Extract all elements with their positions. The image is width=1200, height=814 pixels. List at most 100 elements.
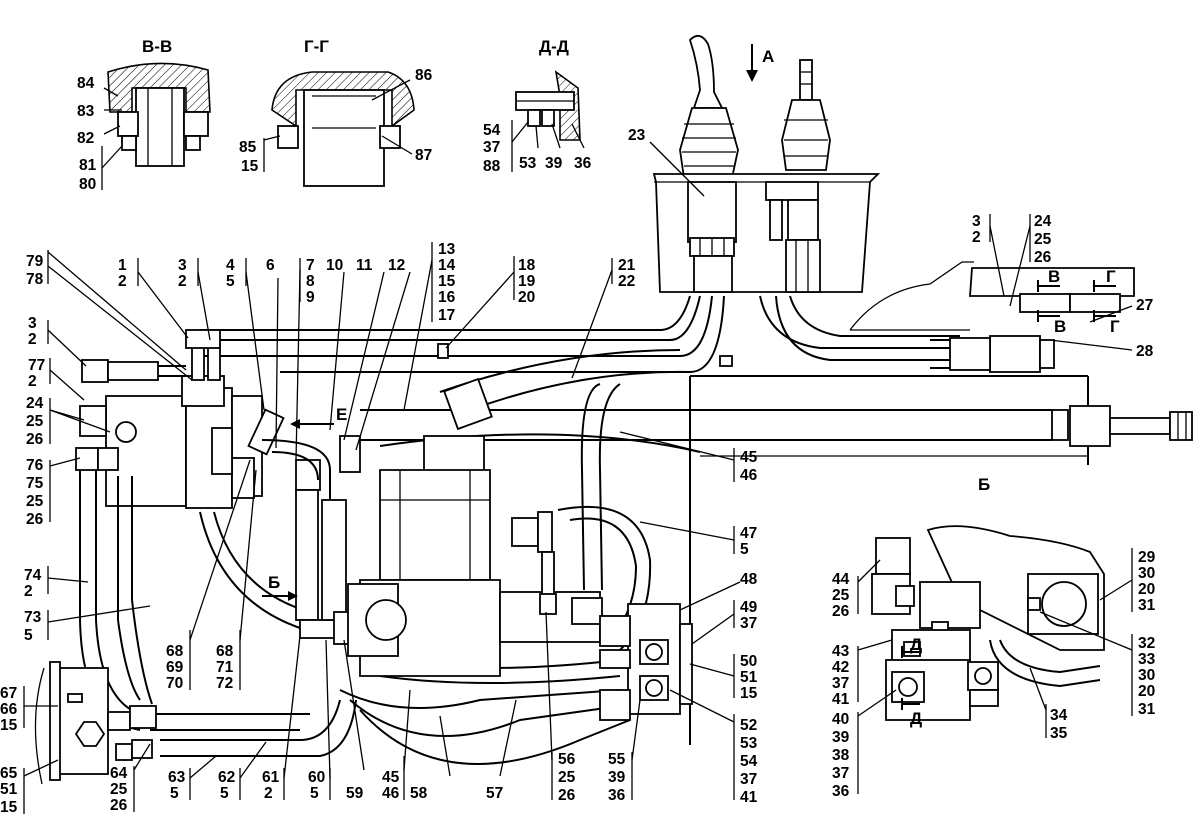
callout-40: 40 [832,711,849,728]
section-cut-markers-top [1037,280,1116,322]
callout-47: 47 [740,525,757,542]
cut-marker-g-lower: Г [1110,317,1120,336]
callout-36: 36 [608,787,626,804]
callout-3: 3 [28,315,37,332]
callout-17: 17 [438,307,455,324]
callout-37: 37 [740,615,757,632]
callout-48: 48 [740,571,758,588]
callout-68: 68 [166,643,184,660]
callout-33: 33 [1138,651,1156,668]
callout-15: 15 [740,685,758,702]
callout-54: 54 [740,753,758,770]
callout-37: 37 [483,139,500,156]
callout-25: 25 [832,587,850,604]
callout-1: 1 [118,257,127,274]
callout-41: 41 [832,691,850,708]
callout-51: 51 [740,669,758,686]
view-b-label: Б [268,573,280,592]
callout-21: 21 [618,257,636,274]
right-frame-structure [689,261,1193,745]
callout-44: 44 [832,571,850,588]
callout-26: 26 [26,431,44,448]
callout-15: 15 [0,799,18,814]
hose-clamp-2 [719,355,733,367]
callout-85: 85 [239,139,257,156]
callout-41: 41 [740,789,758,806]
callout-73: 73 [24,609,42,626]
section-gg-title: Г-Г [304,37,329,56]
cut-marker-v-upper: В [1048,267,1060,286]
callout-5: 5 [170,785,179,802]
callout-38: 38 [832,747,850,764]
callout-18: 18 [518,257,536,274]
section-cut-markers-d [901,646,920,710]
callout-2: 2 [118,273,127,290]
callout-26: 26 [110,797,128,814]
callout-5: 5 [226,273,235,290]
lower-left-unit [34,661,157,785]
callout-64: 64 [110,765,128,782]
callout-5: 5 [740,541,749,558]
callout-60: 60 [308,769,325,786]
callout-51: 51 [0,781,18,798]
callout-5: 5 [24,627,33,644]
section-vv-title: В-В [142,37,172,56]
callout-20: 20 [518,289,535,306]
callout-70: 70 [166,675,183,692]
callout-45: 45 [740,449,758,466]
callout-56: 56 [558,751,576,768]
callout-72: 72 [216,675,233,692]
section-vv-detail: В-В [101,37,211,190]
callout-29: 29 [1138,549,1156,566]
callout-68: 68 [216,643,234,660]
callout-57: 57 [486,785,503,802]
callout-69: 69 [166,659,184,676]
leader-lines [23,214,1133,814]
section-dd-title: Д-Д [539,37,569,56]
callout-22: 22 [618,273,635,290]
callout-13: 13 [438,241,456,258]
callout-80: 80 [79,176,96,193]
callout-5: 5 [220,785,229,802]
right-valve-manifold [599,603,693,721]
callout-25: 25 [110,781,128,798]
callout-20: 20 [1138,581,1155,598]
callout-83: 83 [77,103,95,120]
callout-67: 67 [0,685,17,702]
cut-marker-d-upper: Д [910,635,922,654]
callout-2: 2 [178,273,187,290]
main-pump-assembly [347,435,603,677]
callout-53: 53 [519,155,537,172]
callout-86: 86 [415,67,433,84]
callout-39: 39 [608,769,626,786]
callout-2: 2 [972,229,981,246]
callout-15: 15 [241,158,259,175]
callout-82: 82 [77,130,94,147]
callout-71: 71 [216,659,234,676]
callout-27: 27 [1136,297,1153,314]
callout-75: 75 [26,475,44,492]
callout-37: 37 [832,675,849,692]
callout-19: 19 [518,273,536,290]
callout-45: 45 [382,769,400,786]
callout-74: 74 [24,567,42,584]
callout-55: 55 [608,751,626,768]
callout-10: 10 [326,257,343,274]
callout-43: 43 [832,643,850,660]
callout-81: 81 [79,157,97,174]
hose-clamp [437,343,449,359]
callout-63: 63 [168,769,186,786]
callout-30: 30 [1138,667,1155,684]
callout-39: 39 [832,729,850,746]
callout-42: 42 [832,659,849,676]
callout-20: 20 [1138,683,1155,700]
callout-79: 79 [26,253,44,270]
view-b-detail [871,525,1105,721]
callout-26: 26 [1034,249,1052,266]
callout-65: 65 [0,765,18,782]
callout-7: 7 [306,257,315,274]
callout-62: 62 [218,769,235,786]
callout-2: 2 [28,331,37,348]
callout-84: 84 [77,75,95,92]
callout-49: 49 [740,599,758,616]
